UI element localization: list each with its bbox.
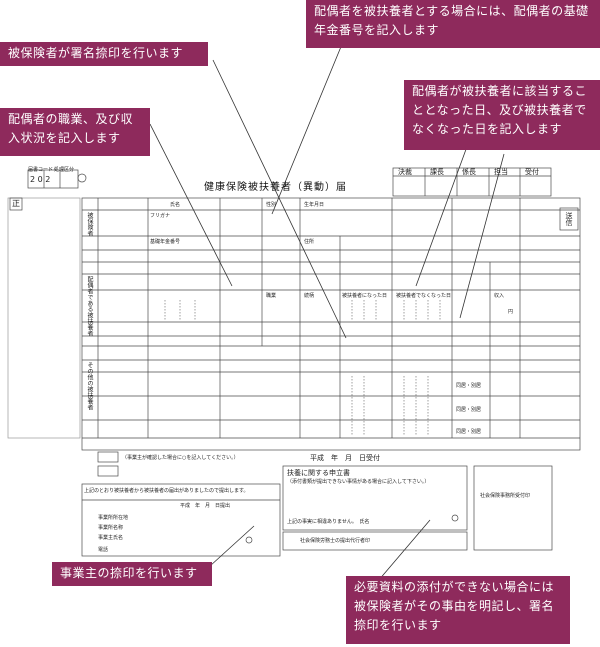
form-code: 2 0 2	[30, 175, 51, 184]
field-job: 職業	[266, 293, 277, 299]
callout-spouse-pension-number: 配偶者を被扶養者とする場合には、配偶者の基礎年金番号を記入します	[306, 0, 600, 48]
office-label: 社会保険事務所受付印	[480, 493, 531, 499]
callout-dependent-dates: 配偶者が被扶養者に該当することとなった日、及び被扶養者でなくなった日を記入します	[404, 80, 600, 150]
date-label: 平成 年 月 日提出	[180, 503, 231, 509]
code-label-right: 処理区分	[54, 167, 75, 173]
field-pension: 基礎年金番号	[150, 239, 181, 245]
insured-label: 被保険者	[86, 212, 93, 236]
agent-label: 社会保険労務士の提出代行者印	[300, 538, 371, 544]
date-submitted: 平成 年 月 日受付	[310, 454, 380, 462]
field-relation: 続柄	[304, 293, 315, 299]
stamp-header-4: 担当	[494, 168, 508, 176]
field-gender: 性別	[266, 202, 277, 208]
field-yen: 円	[508, 309, 514, 315]
field-selection-3: 同居・別居	[456, 429, 482, 435]
employer-intro: 上記のとおり被扶養者から被扶養者の届出がありましたので提出します。	[84, 488, 249, 494]
employer-row-address: 事業所所在地	[98, 515, 129, 521]
corner-mark: 正	[12, 199, 20, 208]
callout-insured-seal: 被保険者が署名捺印を行います	[0, 42, 208, 66]
field-birth: 生年月日	[304, 202, 325, 208]
employer-row-owner: 事業主氏名	[98, 535, 124, 541]
field-acquire-date: 被扶養者になった日	[342, 293, 388, 299]
callout-spouse-job-income: 配偶者の職業、及び収入状況を記入します	[0, 108, 150, 156]
check-note: （事業主が確認した場合に○を記入してください。）	[122, 455, 239, 461]
form-title: 健康保険被扶養者（異動）届	[204, 182, 347, 193]
field-selection-2: 同居・別居	[456, 407, 482, 413]
field-name: 氏名	[170, 202, 181, 208]
statement-confirm: 上記の事実に相違ありません。 氏名	[287, 519, 370, 525]
employer-row-phone: 電話	[98, 547, 109, 553]
stamp-header-2: 課長	[430, 168, 444, 176]
callout-missing-documents: 必要資料の添付ができない場合には被保険者がその事由を明記し、署名捺印を行います	[346, 576, 570, 644]
code-label-left: 届書コード	[28, 167, 54, 173]
stamp-header-3: 係長	[462, 168, 476, 176]
employer-row-name: 事業所名称	[98, 525, 124, 531]
field-kana: フリガナ	[150, 213, 171, 219]
statement-note: （添付書類が提出できない事情がある場合に記入して下さい。）	[287, 479, 430, 485]
field-income: 収入	[494, 293, 505, 299]
field-address: 住所	[304, 239, 315, 245]
statement-title: 扶養に関する申立書	[287, 469, 350, 477]
spouse-label: 配偶者である被扶養者	[86, 276, 93, 336]
stamp-header-5: 受付	[525, 168, 539, 176]
callout-employer-seal: 事業主の捺印を行います	[52, 562, 212, 586]
send-label: 送信	[565, 212, 573, 226]
other-label: その他の被扶養者	[86, 362, 93, 410]
field-loss-date: 被扶養者でなくなった日	[396, 293, 452, 299]
field-selection-1: 同居・別居	[456, 383, 482, 389]
stamp-header-1: 決裁	[398, 168, 412, 176]
